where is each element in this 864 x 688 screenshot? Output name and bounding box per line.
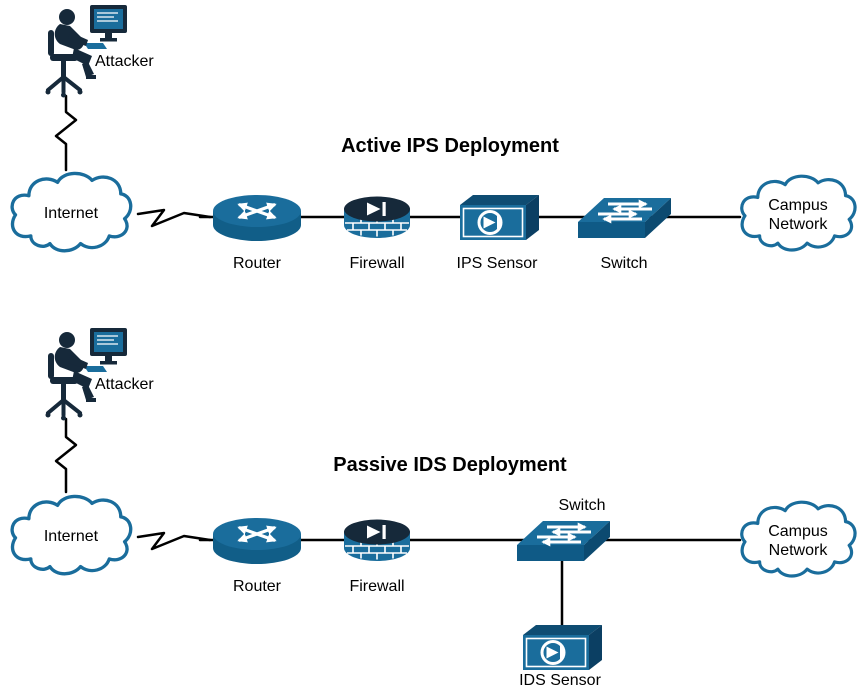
attacker-workstation-icon xyxy=(43,3,129,100)
firewall-icon xyxy=(343,195,411,239)
campus-label-line2: Network xyxy=(769,216,829,233)
section-title: Active IPS Deployment xyxy=(341,135,559,157)
lightning-link-icon xyxy=(54,94,78,172)
ips-sensor-icon xyxy=(458,193,540,242)
firewall-label: Firewall xyxy=(349,255,404,272)
attacker-label: Attacker xyxy=(95,376,154,393)
campus-label-line1: Campus xyxy=(768,523,828,540)
campus-label-line1: Campus xyxy=(768,197,828,214)
ips-sensor-label: IPS Sensor xyxy=(457,255,539,272)
firewall-icon xyxy=(343,518,411,562)
wan-zigzag-link xyxy=(136,208,212,228)
attacker-workstation-icon xyxy=(43,326,129,423)
router-icon xyxy=(213,518,301,564)
internet-label: Internet xyxy=(44,528,99,545)
router-label: Router xyxy=(233,255,282,272)
wan-zigzag-link xyxy=(136,531,212,551)
section-passive-ids: Passive IDS Deployment Attacker Internet… xyxy=(10,326,857,688)
switch-icon xyxy=(517,521,610,561)
section-title: Passive IDS Deployment xyxy=(333,454,567,476)
switch-label: Switch xyxy=(558,497,605,514)
attacker-label: Attacker xyxy=(95,53,154,70)
switch-label: Switch xyxy=(600,255,647,272)
firewall-label: Firewall xyxy=(349,578,404,595)
router-icon xyxy=(213,195,301,241)
lightning-link-icon xyxy=(54,417,78,494)
section-active-ips: Active IPS Deployment Attacker Internet … xyxy=(10,3,857,272)
campus-label-line2: Network xyxy=(769,542,829,559)
switch-icon xyxy=(578,198,671,238)
ids-sensor-icon xyxy=(521,623,603,672)
router-label: Router xyxy=(233,578,282,595)
ids-sensor-label: IDS Sensor xyxy=(519,672,601,688)
internet-label: Internet xyxy=(44,205,99,222)
